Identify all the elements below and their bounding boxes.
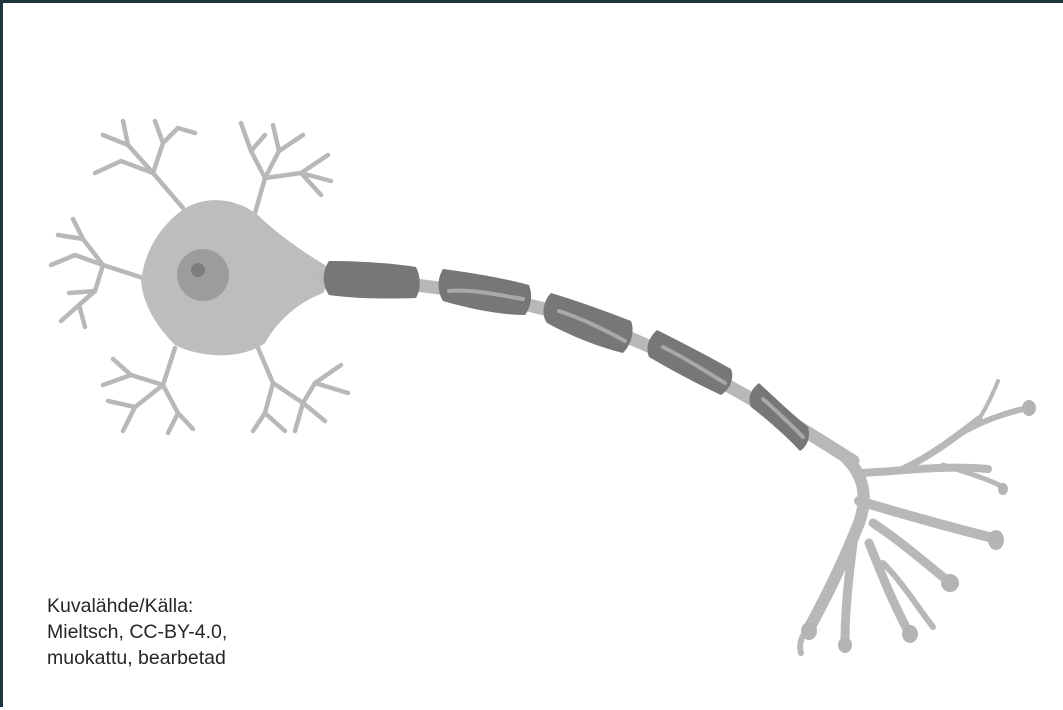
credit-line-2: Mieltsch, CC-BY-4.0, bbox=[47, 619, 227, 645]
credit-line-1: Kuvalähde/Källa: bbox=[47, 593, 227, 619]
image-credit: Kuvalähde/Källa: Mieltsch, CC-BY-4.0, mu… bbox=[47, 593, 227, 671]
myelin-sheath bbox=[324, 261, 809, 451]
nucleolus bbox=[191, 263, 205, 277]
myelin-segment bbox=[324, 261, 420, 299]
cell-body bbox=[141, 200, 328, 355]
credit-line-3: muokattu, bearbetad bbox=[47, 645, 227, 671]
axon-terminals bbox=[800, 381, 1028, 653]
nucleus bbox=[177, 249, 229, 301]
synaptic-boutons bbox=[801, 400, 1036, 653]
myelin-segment bbox=[749, 383, 809, 451]
